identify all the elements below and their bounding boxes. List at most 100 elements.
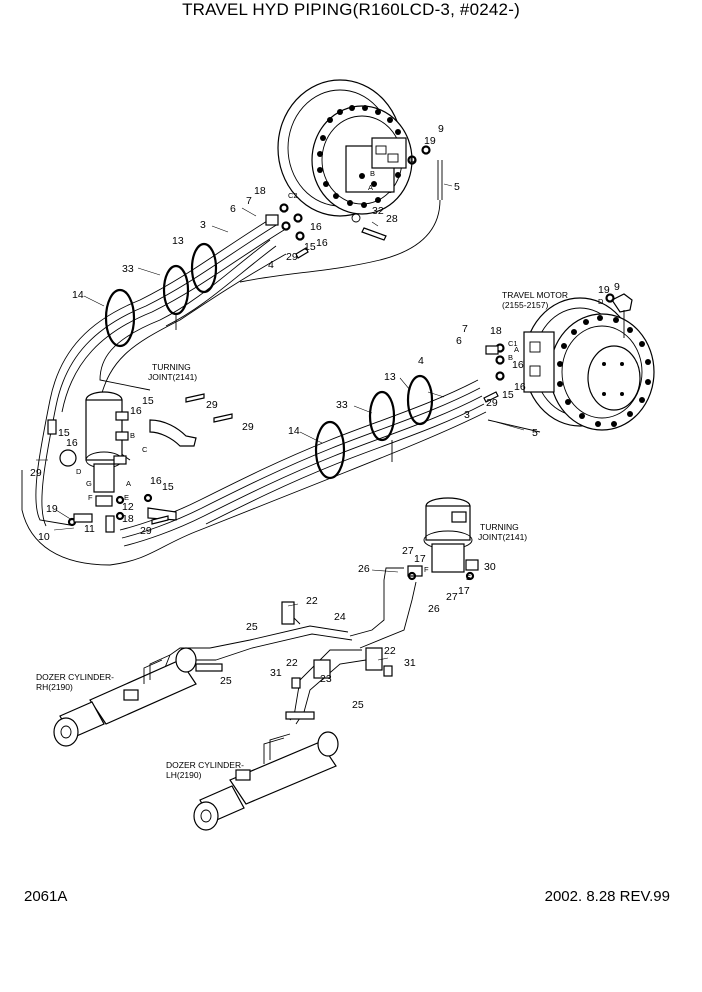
callout-14b: 14 (288, 425, 300, 437)
callout-29: 29 (286, 251, 298, 263)
turning-joint-right (349, 497, 479, 649)
callout-16f: 16 (66, 437, 78, 449)
callout-27b: 27 (446, 591, 458, 603)
callout-25b: 25 (220, 675, 232, 687)
callout-14: 14 (72, 289, 84, 301)
callout-15c: 15 (142, 395, 154, 407)
caption-dozer-lh-ref: LH(2190) (166, 770, 202, 780)
callout-26b: 26 (428, 603, 440, 615)
caption-travel-motor: TRAVEL MOTOR (502, 290, 568, 300)
port-c2: C2 (288, 191, 298, 200)
callout-5b: 5 (532, 427, 538, 439)
callout-31b: 31 (270, 667, 282, 679)
caption-dozer-rh: DOZER CYLINDER- (36, 672, 114, 682)
callout-7b: 7 (462, 323, 468, 335)
callout-29e: 29 (30, 467, 42, 479)
captions: TRAVEL MOTOR (2155-2157) TURNING JOINT(2… (36, 290, 568, 780)
dozer-piping (159, 601, 393, 725)
callout-32: 32 (372, 205, 384, 217)
port-a-lower: A (514, 345, 519, 354)
callout-18c: 18 (122, 513, 134, 525)
callout-30: 30 (484, 561, 496, 573)
callout-24: 24 (334, 611, 346, 623)
port-b-upper: B (370, 169, 375, 178)
callout-31: 31 (404, 657, 416, 669)
callout-22: 22 (306, 595, 318, 607)
callout-25c: 25 (352, 699, 364, 711)
caption-dozer-rh-ref: RH(2190) (36, 682, 73, 692)
callout-9b: 9 (614, 281, 620, 293)
caption-turning-joint-a: TURNING (152, 362, 191, 372)
callout-17: 17 (414, 553, 426, 565)
callout-29d: 29 (242, 421, 254, 433)
callout-27: 27 (402, 545, 414, 557)
callout-16e: 16 (130, 405, 142, 417)
turning-joint-left (59, 391, 197, 521)
callout-29b: 29 (486, 397, 498, 409)
callout-33b: 33 (336, 399, 348, 411)
callout-15: 15 (304, 241, 316, 253)
callout-22b: 22 (384, 645, 396, 657)
callout-16b: 16 (316, 237, 328, 249)
port-a-tj: A (126, 479, 131, 488)
port-a-upper: A (368, 183, 373, 192)
caption-travel-motor-ref: (2155-2157) (502, 300, 548, 310)
callout-4b: 4 (418, 355, 424, 367)
callout-29c: 29 (206, 399, 218, 411)
callout-16d: 16 (514, 381, 526, 393)
port-b-tj: B (130, 431, 135, 440)
fittings (47, 145, 615, 581)
drawing-number: 2061A (24, 888, 68, 905)
callout-19b: 19 (598, 284, 610, 296)
port-c-tj: C (142, 445, 148, 454)
main-hose-bundle (21, 160, 541, 566)
callout-26: 26 (358, 563, 370, 575)
callout-7: 7 (246, 195, 252, 207)
callout-28: 28 (386, 213, 398, 225)
caption-turning-joint-b: TURNING (480, 522, 519, 532)
callout-16c: 16 (512, 359, 524, 371)
port-e-tj2: E (466, 573, 471, 582)
callout-23: 23 (320, 673, 332, 685)
port-d-lower: D (598, 297, 604, 306)
callout-15b: 15 (502, 389, 514, 401)
caption-turning-joint-b-ref: JOINT(2141) (478, 532, 527, 542)
callout-10: 10 (38, 531, 50, 543)
leader-lines (36, 183, 525, 661)
callout-6: 6 (230, 203, 236, 215)
callout-18: 18 (254, 185, 266, 197)
callout-22c: 22 (286, 657, 298, 669)
port-d-tj: D (76, 467, 82, 476)
callout-18b: 18 (490, 325, 502, 337)
port-c1: C1 (508, 339, 518, 348)
callout-15d: 15 (58, 427, 70, 439)
callout-17b: 17 (458, 585, 470, 597)
revision-date: 2002. 8.28 REV.99 (544, 888, 670, 905)
callout-4: 4 (268, 259, 274, 271)
port-f-tj: F (88, 493, 93, 502)
hose-clamps (104, 242, 434, 480)
port-g-tj: G (86, 479, 92, 488)
port-letters: C2 D B A C1 A B D B C D G F A E F E (76, 155, 604, 582)
port-b-lower: B (508, 353, 513, 362)
callout-3b: 3 (464, 409, 470, 421)
callout-13b: 13 (384, 371, 396, 383)
callout-3: 3 (200, 219, 206, 231)
callout-25: 25 (246, 621, 258, 633)
lower-travel-motor (523, 293, 655, 431)
callout-16g: 16 (150, 475, 162, 487)
callout-15e: 15 (162, 481, 174, 493)
callout-12: 12 (122, 501, 134, 513)
callout-19: 19 (424, 135, 436, 147)
callout-5: 5 (454, 181, 460, 193)
port-f-tj2: F (424, 565, 429, 574)
callout-29f: 29 (140, 525, 152, 537)
callout-19c: 19 (46, 503, 58, 515)
port-e-tj: E (124, 493, 129, 502)
caption-dozer-lh: DOZER CYLINDER- (166, 760, 244, 770)
port-d-upper: D (410, 155, 416, 164)
dozer-cylinder-lh (193, 731, 339, 831)
callout-13: 13 (172, 235, 184, 247)
callout-6b: 6 (456, 335, 462, 347)
